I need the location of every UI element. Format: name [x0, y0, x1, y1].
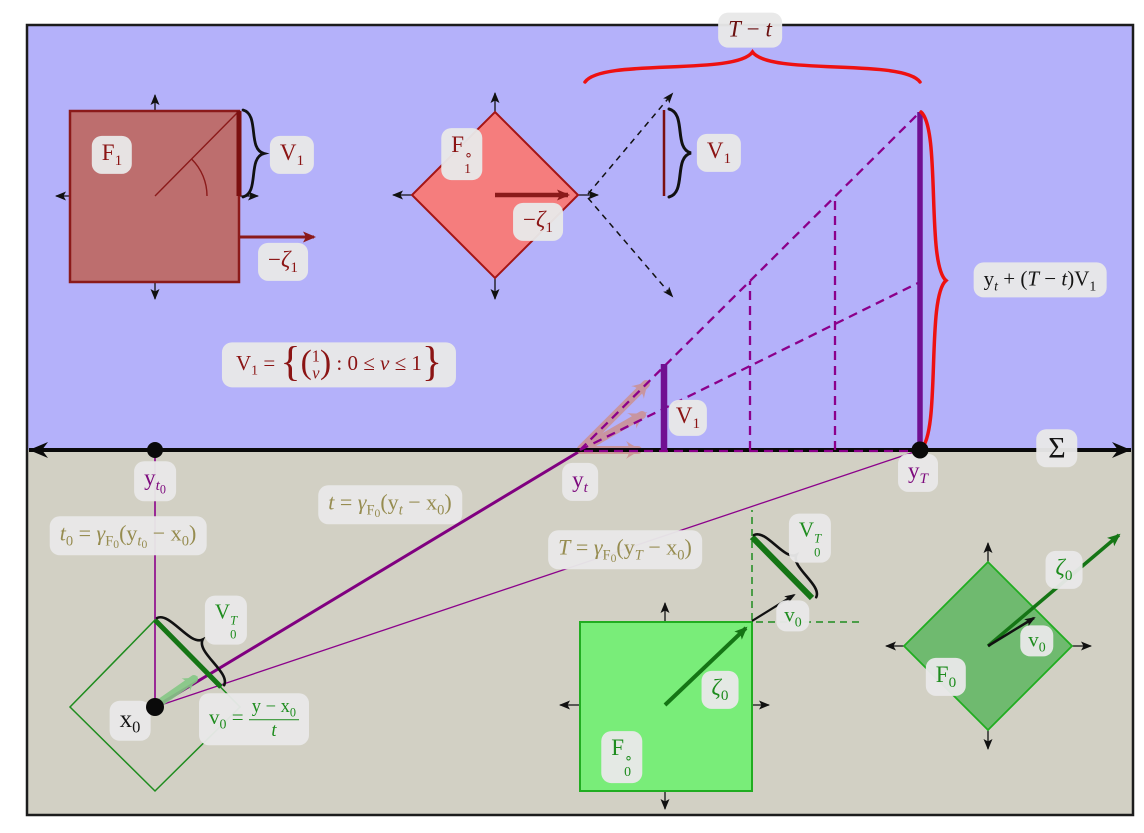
label-f1: F1: [91, 135, 133, 175]
label-v0-mid: v0: [776, 600, 810, 632]
label-f0-polar: F∘0: [601, 731, 643, 783]
label-sigma: Σ: [1036, 429, 1078, 467]
label-zeta0-mid: ζ0: [701, 670, 739, 710]
label-y-T: yT: [898, 453, 938, 493]
purple-dashed-lines: [579, 111, 921, 453]
label-v1-topleft: V1: [269, 135, 315, 175]
f1-angle-arc: [191, 158, 208, 197]
point-y-T: [911, 441, 929, 459]
label-t-formula: t = γF0(yt − x0): [318, 485, 462, 525]
figure-frame: [25, 23, 1135, 817]
dashed-yt-to-top: [579, 111, 921, 451]
label-x0: x0: [109, 700, 151, 742]
v0T-face-left: [153, 618, 223, 689]
v0-pale-arrow: [154, 675, 199, 708]
zeta0-arrow-right: [986, 533, 1121, 648]
label-T-minus-t: T − t: [718, 12, 782, 48]
f1-square-group: [55, 94, 316, 300]
yT-bar-brace: [919, 110, 949, 451]
f1-diagonal: [154, 110, 240, 197]
label-v0-right: v0: [1020, 625, 1054, 657]
v0-arrow-right: [987, 616, 1036, 648]
label-f1-polar: F∘1: [441, 128, 483, 180]
v0T-brace-left: [155, 616, 227, 687]
label-yt-sum: yt + (T − t)V1: [973, 262, 1107, 298]
x0-diamond-group: [68, 616, 242, 793]
label-zeta0-right: ζ0: [1045, 550, 1083, 590]
T-minus-t-brace: [583, 48, 922, 84]
point-x0: [146, 698, 164, 716]
sigma-left-arrow: [29, 442, 48, 458]
label-neg-zeta1-left: −ζ1: [258, 242, 308, 282]
v0T-face-mid: [749, 534, 815, 601]
label-T-formula: T = γF0(yT − x0): [548, 530, 702, 570]
v1-face-brace: [667, 107, 692, 199]
label-f0: F0: [925, 657, 967, 697]
f1-v1-brace: [241, 108, 270, 199]
v0-arrow-mid: [751, 593, 796, 622]
label-y-t: yt: [562, 462, 598, 502]
dashed-yt-to-mid: [579, 280, 921, 452]
label-v1-polar: V1: [696, 133, 742, 173]
sigma-right-arrow: [1112, 442, 1131, 458]
zeta0-arrow-mid: [663, 626, 748, 707]
line-x0-yT: [154, 449, 921, 708]
label-y-t0: yt0: [134, 461, 176, 501]
label-neg-zeta1-mid: −ζ1: [513, 202, 563, 242]
label-t0-formula: t0 = γF0(yt0 − x0): [49, 516, 207, 556]
point-y-t0: [147, 442, 163, 458]
line-x0-yt: [154, 449, 581, 709]
label-v1-small: V1: [668, 399, 708, 437]
